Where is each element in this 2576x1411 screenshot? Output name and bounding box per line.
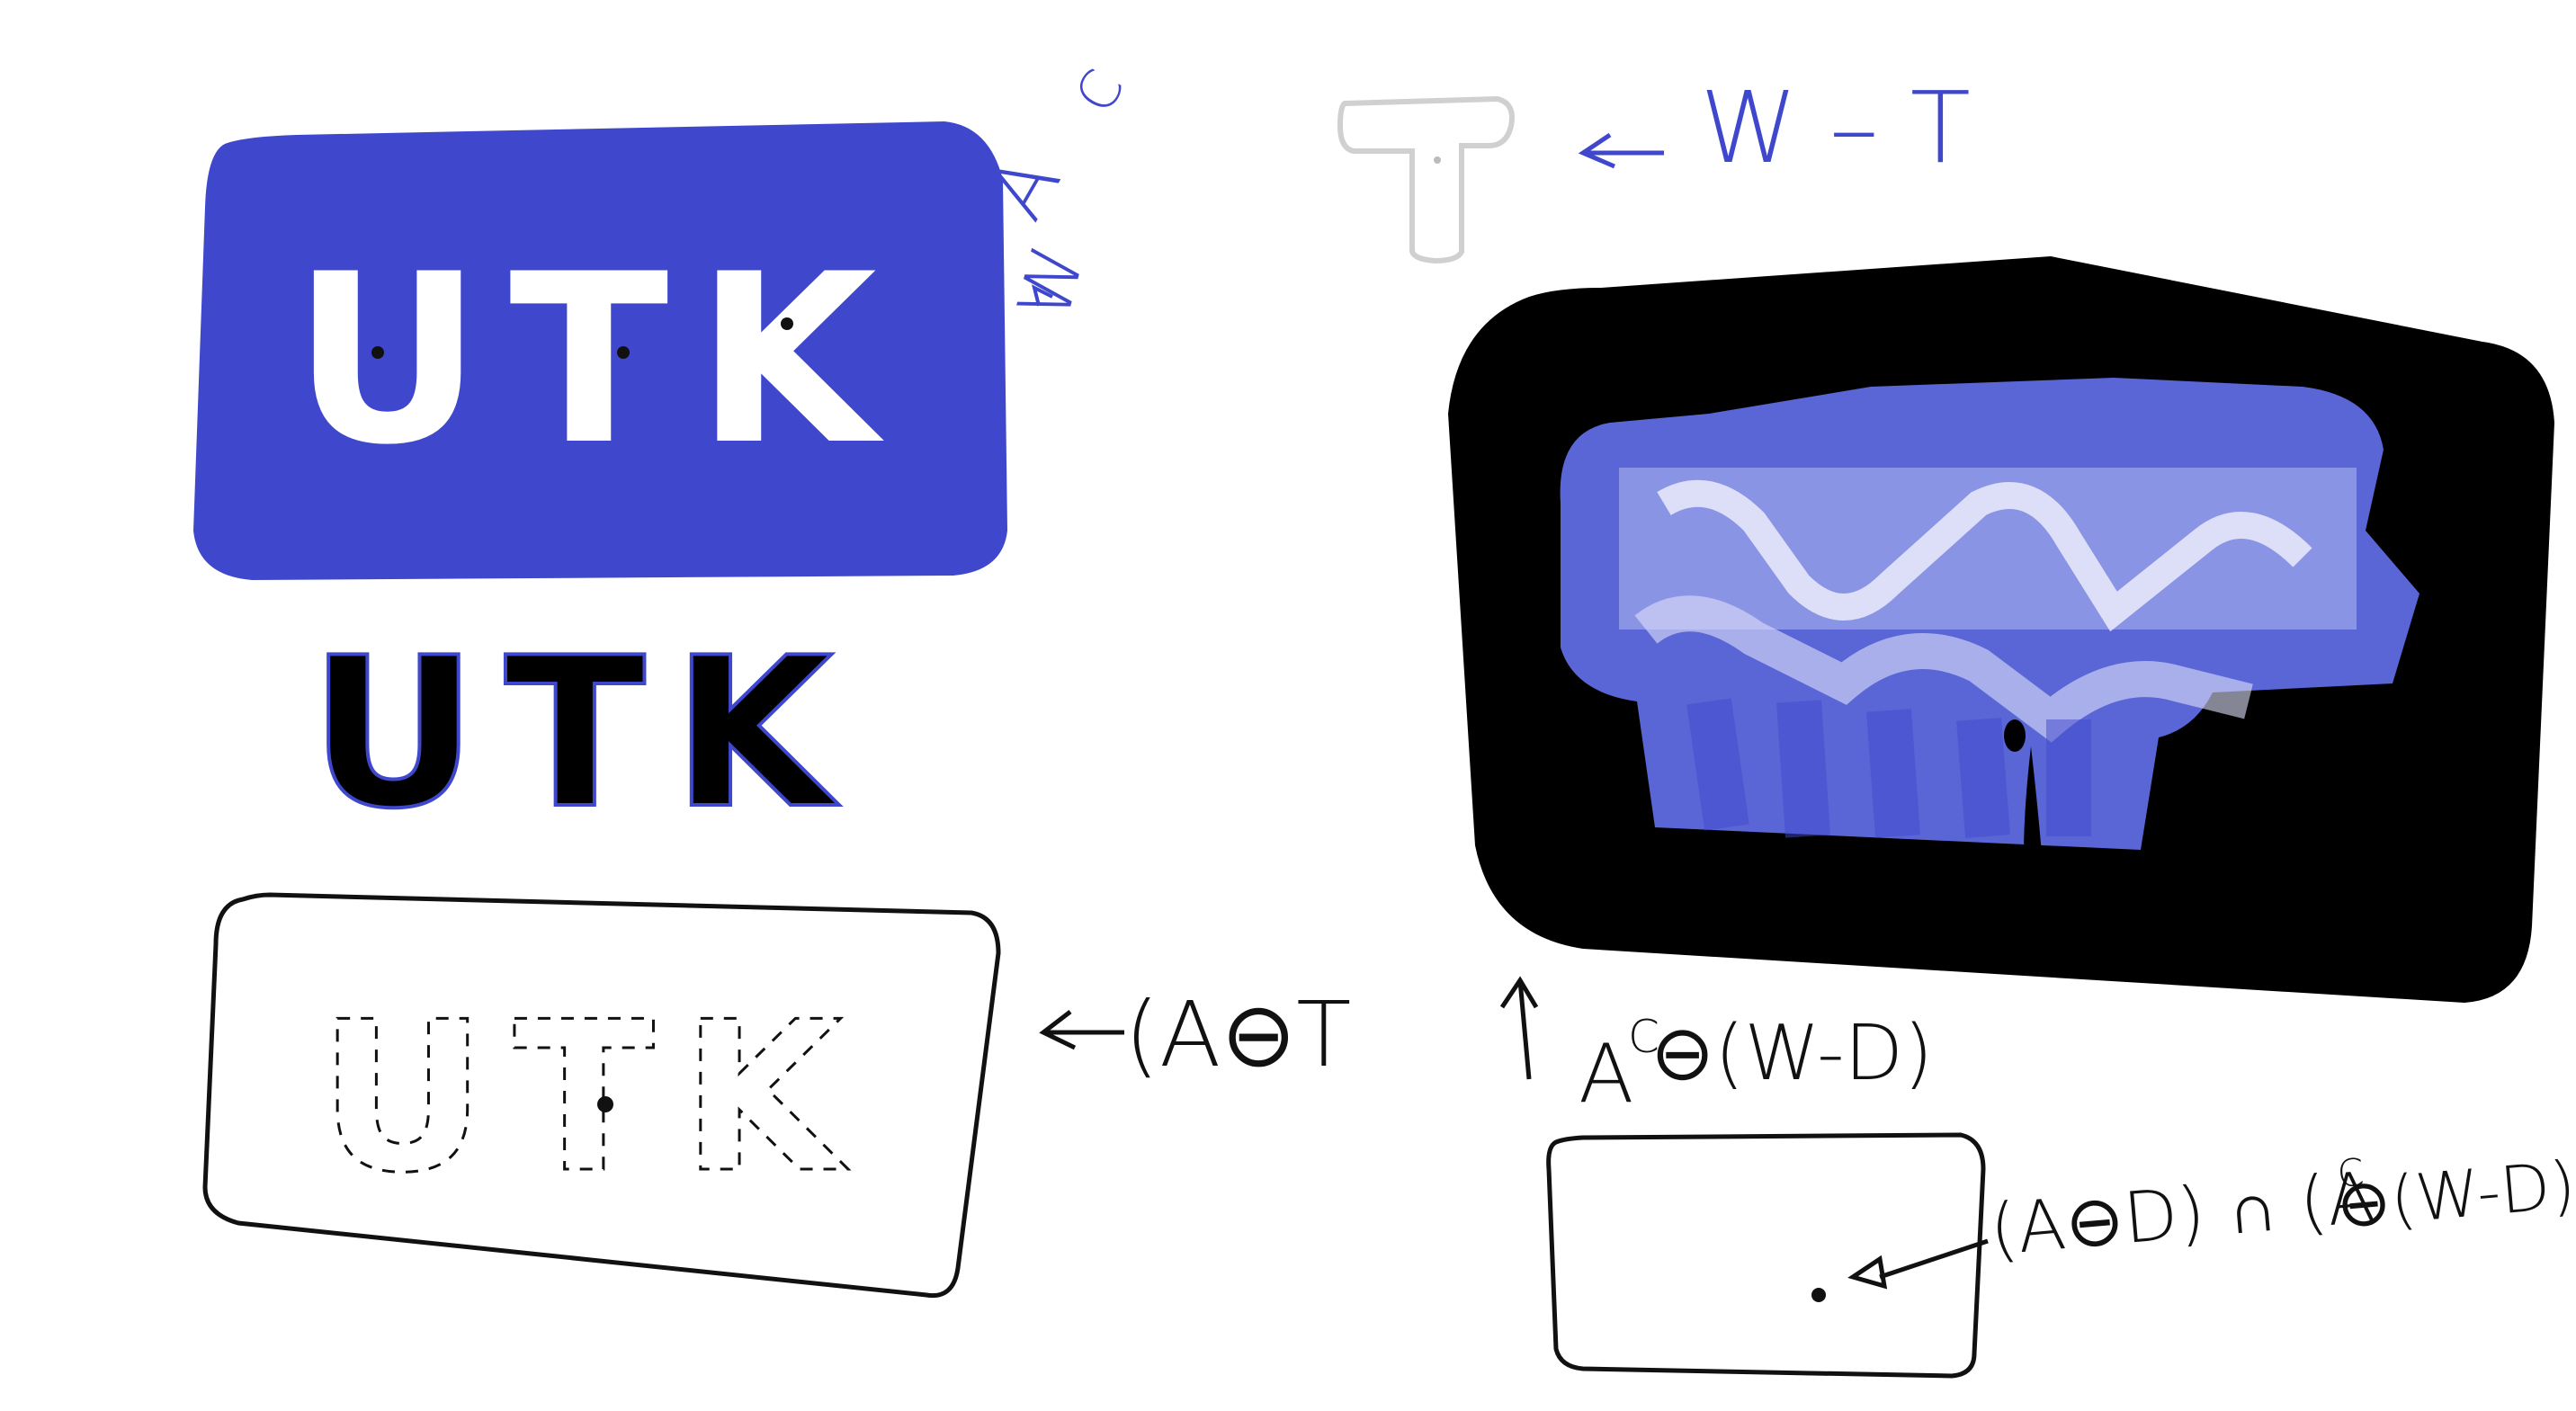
- dot-k: [781, 317, 793, 330]
- annotation-w-minus-t: W – T: [1578, 70, 1971, 185]
- blue-blob-bars: [1686, 698, 2091, 838]
- arrow-to-t: [1578, 132, 1664, 169]
- hit-or-miss-sup: C: [1628, 1011, 1659, 1063]
- utk-black-text: UTK: [309, 614, 860, 854]
- window-label: W: [1002, 237, 1101, 327]
- hole-1: [2004, 719, 2026, 752]
- blue-blob-highlight-2: [1634, 595, 2253, 743]
- hole-2: [2024, 746, 2042, 854]
- result-box-frame: [1546, 1132, 1986, 1379]
- complement-sup: C: [1063, 59, 1137, 123]
- grey-t-shape: [1337, 95, 1515, 264]
- w-minus-t-label: W – T: [1700, 70, 1971, 185]
- utk-filled-panel: UTK: [193, 121, 1007, 580]
- dot-t: [617, 346, 630, 359]
- utk-dashed-text: UTK: [318, 978, 869, 1219]
- blue-panel-bg: [193, 121, 1007, 580]
- utk-black-logo: UTK: [308, 612, 860, 856]
- annotation-erosion-t: (A⊖T: [1039, 982, 1351, 1087]
- arrow-to-dashed: [1039, 1010, 1124, 1050]
- dot-u: [371, 346, 384, 359]
- arrow-to-black-panel: [1499, 976, 1539, 1080]
- arrow-to-result-dot: [1847, 1238, 1989, 1290]
- result-panel: [1546, 1132, 1989, 1379]
- erosion-t-label: (A⊖T: [1124, 982, 1351, 1087]
- dot-dashed-t: [597, 1096, 613, 1112]
- blue-blob-highlight: [1657, 479, 2312, 632]
- hit-or-miss-a: A: [1579, 1027, 1634, 1121]
- hit-or-miss-rest: ⊖(W-D): [1650, 1009, 1933, 1098]
- utk-filled-text: UTK: [292, 225, 904, 496]
- intersection-sup: C: [2336, 1150, 2366, 1196]
- dashed-panel-frame: [202, 892, 1001, 1299]
- utk-dashed-panel: UTK: [202, 892, 1001, 1299]
- structuring-element-t: [1337, 95, 1515, 264]
- intersection-label: (A⊖D) ∩ (A: [1987, 1157, 2378, 1272]
- result-dot: [1811, 1288, 1826, 1302]
- arrow-to-blue-panel: [1032, 284, 1053, 307]
- annotation-intersection: (A⊖D) ∩ (A C ⊖(W-D)): [1987, 1145, 2576, 1272]
- grey-t-center: [1434, 156, 1441, 164]
- hit-or-miss-panel: [1448, 256, 2554, 1003]
- annotation-hit-or-miss: A C ⊖(W-D): [1499, 976, 1933, 1121]
